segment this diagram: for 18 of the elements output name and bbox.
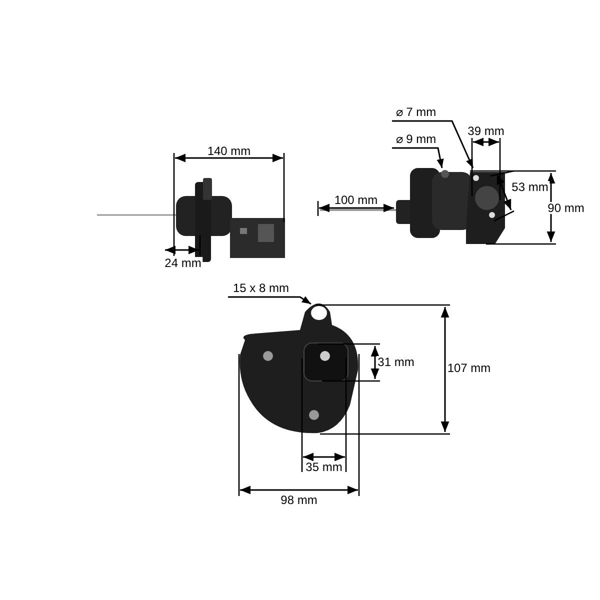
leader-line: [392, 147, 444, 168]
dimension-label: 100 mm: [333, 194, 379, 206]
callout-text: ⌀ 7 mm: [394, 104, 438, 120]
actuator-rear-view-drawing: [320, 168, 505, 244]
dimension-label: 98 mm: [280, 494, 318, 506]
dimension-label: 39 mm: [466, 125, 506, 137]
dimension-label: 35 mm: [304, 461, 344, 473]
dimension-label: 107 mm: [446, 362, 492, 374]
callout-text: 15 x 8 mm: [230, 280, 292, 296]
dimension-label: 90 mm: [546, 202, 586, 214]
dimension-label: 31 mm: [376, 356, 416, 368]
dimension-label: 140 mm: [206, 145, 252, 157]
dimension-label: 24 mm: [164, 257, 202, 269]
leader-line: [392, 120, 474, 168]
actuator-front-view-drawing: [240, 304, 358, 434]
leader-line: [228, 296, 312, 305]
dimension-label: 53 mm: [510, 181, 550, 193]
callout-text: ⌀ 9 mm: [394, 131, 438, 147]
